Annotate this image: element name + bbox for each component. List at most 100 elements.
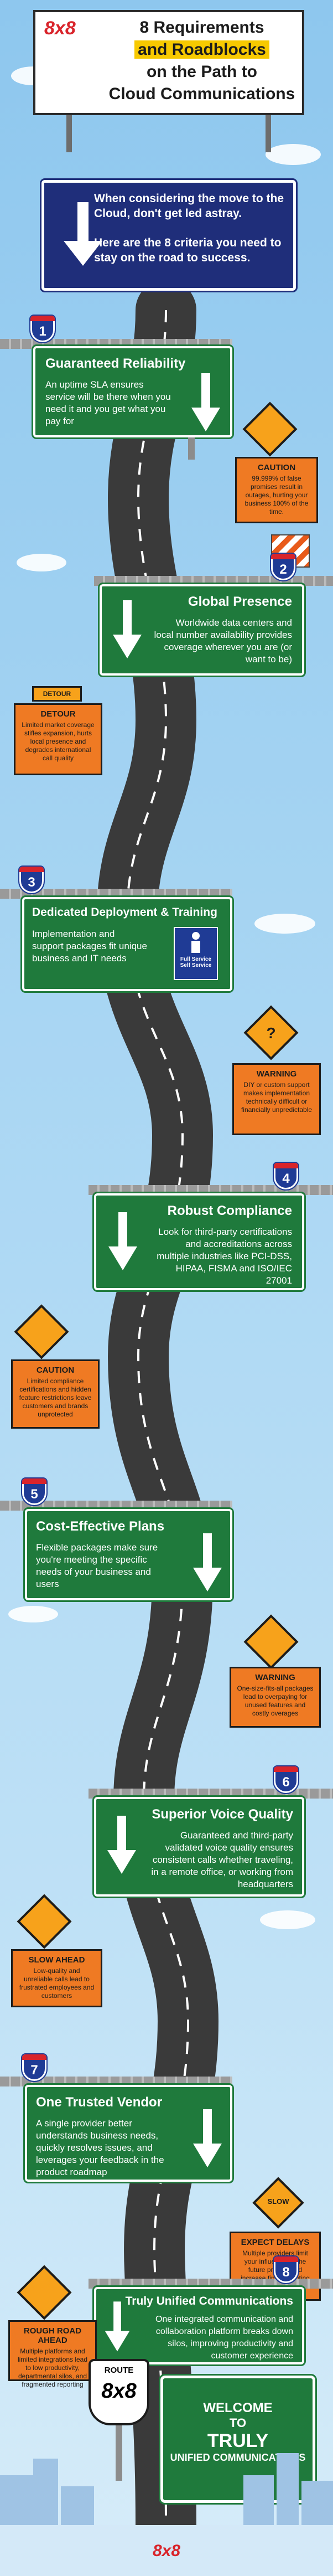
- title-line-4: Cloud Communications: [108, 85, 295, 103]
- roadblock-4: CAUTION Limited compliance certification…: [11, 1359, 100, 1429]
- welcome-line-2: TO: [229, 2416, 247, 2430]
- roadblock-body: Limited market coverage stifles expansio…: [22, 721, 95, 762]
- roadblock-title: DETOUR: [40, 709, 76, 719]
- requirement-sign-3: Dedicated Deployment & Training Implemen…: [20, 895, 234, 993]
- gantry: [89, 1789, 333, 1799]
- requirement-sign-1: Guaranteed Reliability An uptime SLA ens…: [32, 344, 234, 439]
- shield-6-icon: 6: [273, 1765, 299, 1794]
- roadblock-5: WARNING One-size-fits-all packages lead …: [230, 1667, 321, 1728]
- cloud: [266, 144, 321, 165]
- title-line-3: on the Path to: [147, 63, 257, 81]
- arrow-down-icon: [191, 373, 220, 431]
- shield-2-icon: 2: [270, 553, 296, 581]
- requirement-body: Worldwide data centers and local number …: [154, 617, 292, 664]
- roadblock-body: 99.999% of false promises result in outa…: [244, 475, 309, 516]
- roadblock-title: WARNING: [255, 1673, 295, 1682]
- cloud: [260, 1910, 315, 1929]
- intro-text-2: Here are the 8 criteria you need to stay…: [94, 236, 282, 264]
- service-badge: Full Service Self Service: [174, 927, 218, 980]
- arrow-down-icon: [64, 202, 102, 266]
- building: [277, 2453, 299, 2525]
- building: [243, 2475, 274, 2525]
- requirement-title: Dedicated Deployment & Training: [32, 906, 217, 919]
- brand-logo: 8x8: [44, 18, 76, 39]
- building: [0, 2475, 33, 2525]
- requirement-body: A single provider better understands bus…: [36, 2118, 164, 2177]
- roadblock-6: SLOW AHEAD Low-quality and unreliable ca…: [11, 1949, 102, 2007]
- title-line-1: 8 Requirements: [139, 18, 264, 37]
- gantry: [94, 576, 333, 586]
- page-title: 8 Requirements and Roadblocks on the Pat…: [105, 17, 299, 105]
- shield-4-icon: 4: [273, 1162, 299, 1191]
- gantry: [89, 1185, 333, 1195]
- requirement-body: Look for third-party certifications and …: [157, 1227, 292, 1286]
- question-icon: ?: [266, 1024, 276, 1042]
- badge-full-service: Full Service: [180, 956, 212, 962]
- cloud: [254, 914, 315, 934]
- requirement-title: Superior Voice Quality: [152, 1807, 293, 1822]
- welcome-line-1: WELCOME: [203, 2400, 273, 2415]
- shield-8-icon: 8: [273, 2255, 299, 2284]
- requirement-title: Truly Unified Communications: [125, 2295, 293, 2307]
- gantry: [89, 2279, 333, 2289]
- cloud: [17, 554, 66, 571]
- header-sign: [33, 10, 304, 115]
- shield-1-icon: 1: [29, 315, 56, 343]
- requirement-body: An uptime SLA ensures service will be th…: [45, 379, 171, 426]
- roadblock-1: CAUTION 99.999% of false promises result…: [235, 457, 318, 523]
- roadblock-body: Limited compliance certifications and hi…: [19, 1377, 92, 1418]
- roadblock-body: DIY or custom support makes implementati…: [241, 1081, 313, 1114]
- roadblock-body: Multiple platforms and limited integrati…: [17, 2347, 88, 2388]
- route-sign: ROUTE 8x8: [89, 2359, 149, 2425]
- gantry: [0, 1501, 232, 1511]
- sign-post: [266, 114, 271, 152]
- requirement-sign-7: One Trusted Vendor A single provider bet…: [23, 2083, 234, 2183]
- sign-post: [66, 114, 72, 152]
- roadblock-title: SLOW AHEAD: [28, 1955, 85, 1965]
- requirement-title: Robust Compliance: [167, 1203, 292, 1218]
- roadblock-title: WARNING: [256, 1069, 297, 1079]
- sign-post: [116, 2425, 122, 2481]
- requirement-sign-6: Superior Voice Quality Guaranteed and th…: [92, 1795, 306, 1898]
- requirement-body: Flexible packages make sure you're meeti…: [36, 1542, 158, 1589]
- roadblock-title: CAUTION: [36, 1366, 75, 1375]
- arrow-down-icon: [193, 1533, 222, 1591]
- sign-post: [188, 437, 195, 460]
- slow-sign-label: SLOW: [267, 2197, 289, 2206]
- footer-logo: 8x8: [152, 2542, 181, 2560]
- requirement-title: One Trusted Vendor: [36, 2095, 163, 2110]
- arrow-down-icon: [113, 600, 142, 658]
- building: [33, 2459, 58, 2525]
- intro-text-1: When considering the move to the Cloud, …: [94, 192, 284, 220]
- roadblock-2: DETOUR DETOUR Limited market coverage st…: [14, 686, 102, 775]
- roadblock-body: Low-quality and unreliable calls lead to…: [19, 1967, 95, 2000]
- requirement-sign-2: Global Presence Worldwide data centers a…: [98, 583, 306, 677]
- requirement-title: Guaranteed Reliability: [45, 356, 186, 371]
- cloud: [8, 1606, 58, 1622]
- shield-5-icon: 5: [21, 1477, 48, 1506]
- arrow-down-icon: [105, 2301, 130, 2352]
- person-icon: [191, 932, 200, 953]
- route-logo: 8x8: [101, 2379, 137, 2403]
- requirement-body: Implementation and support packages fit …: [32, 929, 147, 964]
- requirement-sign-4: Robust Compliance Look for third-party c…: [92, 1192, 306, 1292]
- footer: [0, 2525, 333, 2576]
- building: [61, 2486, 94, 2525]
- requirement-sign-5: Cost-Effective Plans Flexible packages m…: [23, 1507, 234, 1602]
- requirement-body: Guaranteed and third-party validated voi…: [151, 1830, 293, 1889]
- roadblock-8: ROUGH ROAD AHEAD Multiple platforms and …: [8, 2320, 97, 2388]
- gantry: [0, 889, 232, 899]
- arrow-down-icon: [107, 1816, 136, 1874]
- roadblock-title: CAUTION: [257, 463, 296, 472]
- building: [301, 2481, 333, 2525]
- shield-3-icon: 3: [18, 865, 45, 894]
- route-label: ROUTE: [104, 2366, 134, 2375]
- roadblock-3: WARNING DIY or custom support makes impl…: [232, 1063, 321, 1135]
- detour-sign: DETOUR: [32, 686, 82, 702]
- roadblock-body: One-size-fits-all packages lead to overp…: [237, 1684, 314, 1717]
- roadblock-title: ROUGH ROAD AHEAD: [23, 2326, 82, 2345]
- gantry: [0, 2077, 232, 2086]
- requirement-sign-8: Truly Unified Communications One integra…: [92, 2285, 306, 2366]
- arrow-down-icon: [193, 2109, 222, 2167]
